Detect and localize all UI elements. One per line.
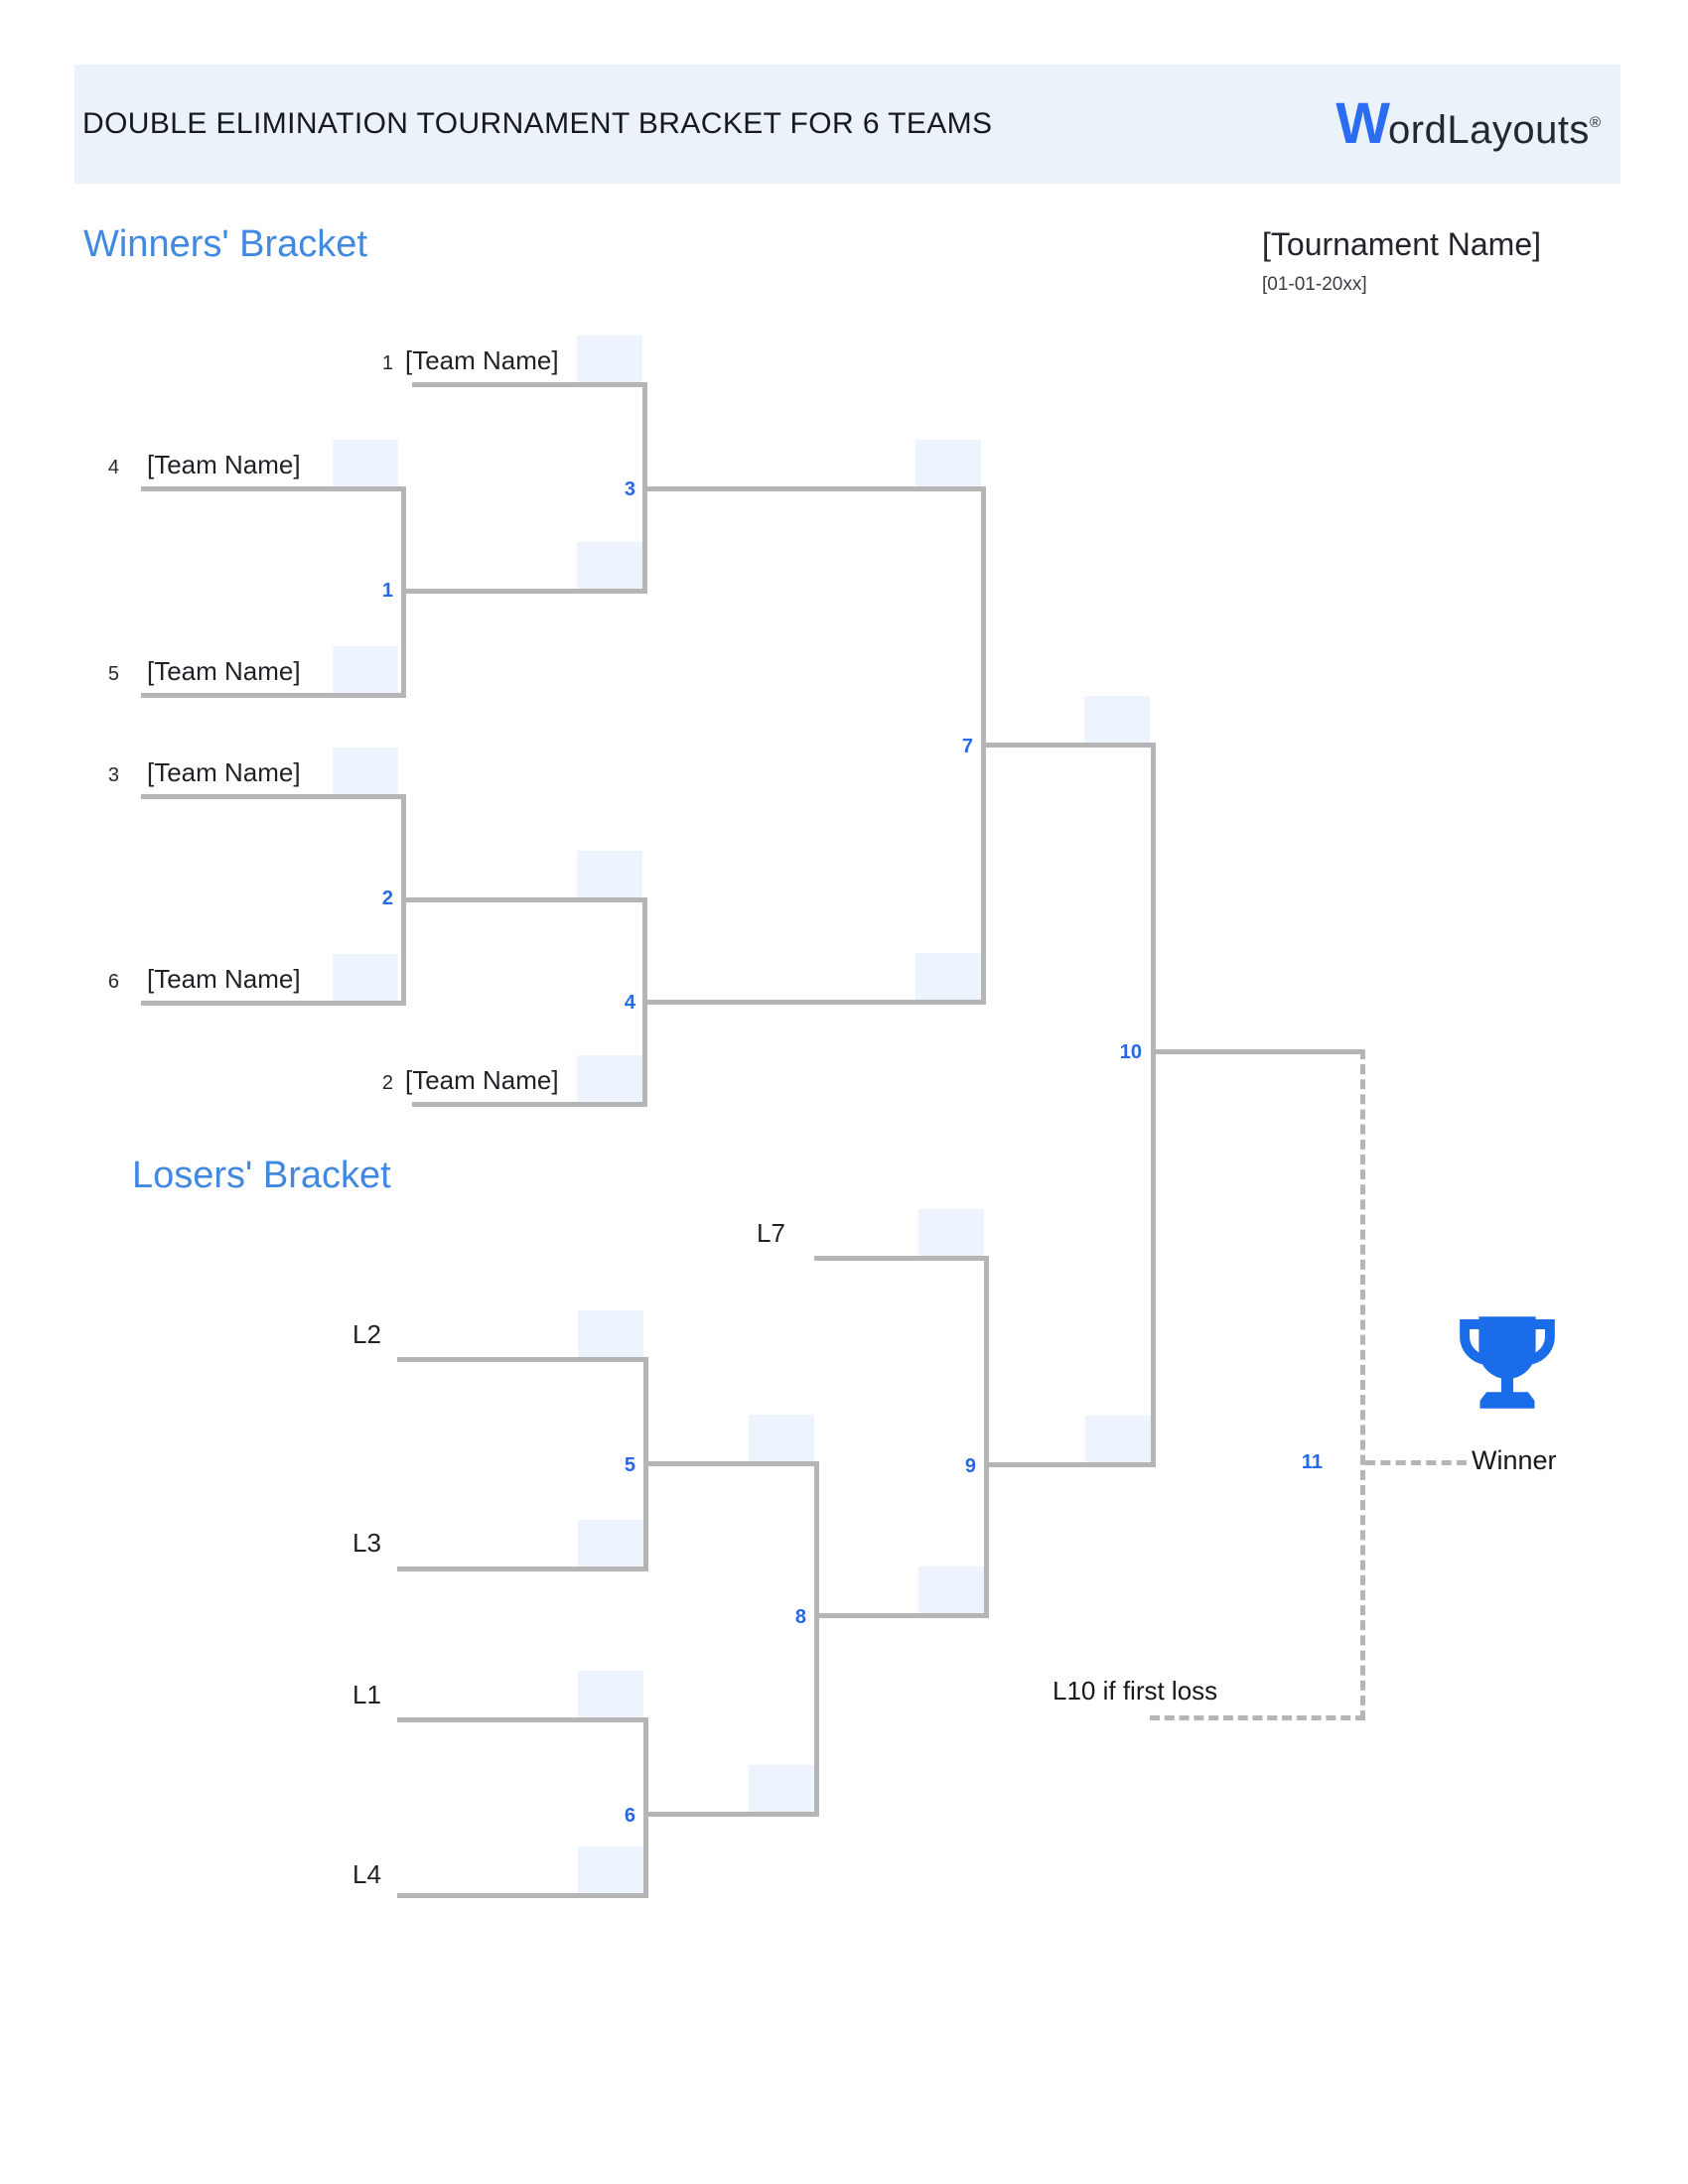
seed-number: 5 [107,663,119,685]
match-number-6: 6 [624,1805,635,1827]
losers-bracket-title: Losers' Bracket [132,1155,391,1196]
page-title: DOUBLE ELIMINATION TOURNAMENT BRACKET FO… [82,107,993,140]
score-box[interactable] [577,336,642,382]
match2-output-line [401,897,647,902]
loser-slot-l7: L7 [757,1218,785,1248]
loser-slot-l1: L1 [352,1680,381,1709]
score-box[interactable] [333,748,398,794]
score-box[interactable] [749,1415,814,1461]
bracket-line-seed5 [141,693,406,698]
bracket-line-seed2 [412,1102,647,1107]
bracket-line-seed4 [141,486,406,491]
match1-output-line [401,589,647,594]
match6-output-line [643,1812,819,1817]
match10-output-line [1151,1049,1365,1054]
score-box[interactable] [1085,1416,1151,1462]
team-row-seed5: 5 [Team Name] [95,656,301,688]
seed-number: 6 [107,971,119,993]
team-name-field[interactable]: [Team Name] [147,450,301,479]
match9-connector [984,1256,989,1618]
seed-number: 1 [381,352,393,374]
grand-final-dashed-connector [1360,1049,1365,1720]
match-number-4: 4 [624,992,635,1014]
match-number-7: 7 [961,736,973,757]
team-name-field[interactable]: [Team Name] [147,757,301,787]
match-number-9: 9 [964,1455,976,1477]
winners-bracket-title: Winners' Bracket [83,223,368,265]
loser-slot-l4: L4 [352,1859,381,1889]
score-box[interactable] [333,440,398,486]
match-number-2: 2 [381,887,393,909]
match-number-10: 10 [1119,1041,1142,1063]
score-box[interactable] [578,1520,643,1567]
bracket-line-l2 [397,1357,648,1362]
team-name-field[interactable]: [Team Name] [147,964,301,994]
bracket-line-l3 [397,1567,648,1571]
seed-number: 4 [107,457,119,478]
winner-dashed-line [1365,1460,1467,1465]
tournament-date-field[interactable]: [01-01-20xx] [1262,274,1367,295]
match6-connector [643,1717,648,1898]
match-number-1: 1 [381,580,393,602]
score-box[interactable] [578,1846,643,1893]
registered-mark-icon: ® [1589,114,1601,131]
match-number-8: 8 [794,1606,806,1628]
seed-number: 2 [381,1072,393,1094]
bracket-line-l4 [397,1893,648,1898]
team-name-field[interactable]: [Team Name] [405,1065,559,1095]
team-name-field[interactable]: [Team Name] [405,345,559,375]
score-box[interactable] [577,542,642,589]
team-row-seed3: 3 [Team Name] [95,757,301,789]
score-box[interactable] [577,851,642,897]
loser-slot-l3: L3 [352,1528,381,1558]
match8-output-line [814,1613,989,1618]
score-box[interactable] [577,1055,642,1102]
team-row-seed4: 4 [Team Name] [95,450,301,481]
match-number-3: 3 [624,478,635,500]
header-band: DOUBLE ELIMINATION TOURNAMENT BRACKET FO… [74,65,1620,184]
match5-output-line [643,1461,819,1466]
logo-text: ordLayouts [1388,108,1590,152]
score-box[interactable] [1084,696,1150,743]
match7-output-line [981,743,1156,748]
seed-number: 3 [107,764,119,786]
reset-dashed-line [1150,1715,1365,1720]
bracket-line-seed6 [141,1001,406,1006]
winner-label: Winner [1472,1445,1557,1475]
score-box[interactable] [918,1209,984,1256]
score-box[interactable] [915,440,981,486]
match3-output-line [642,486,986,491]
score-box[interactable] [749,1765,814,1812]
bracket-line-seed1 [412,382,647,387]
team-row-seed2: 2 [Team Name] [369,1065,559,1097]
bracket-line-l1 [397,1717,648,1722]
reset-note-label: L10 if first loss [1053,1676,1218,1706]
team-row-seed1: 1 [Team Name] [369,345,559,377]
match-number-5: 5 [624,1454,635,1476]
team-name-field[interactable]: [Team Name] [147,656,301,686]
logo-mark: W [1336,91,1390,156]
score-box[interactable] [915,953,981,1000]
trophy-icon [1460,1316,1555,1409]
team-row-seed6: 6 [Team Name] [95,964,301,996]
score-box[interactable] [578,1310,643,1357]
match10-connector [1151,743,1156,1467]
match9-output-line [984,1462,1156,1467]
match-number-11: 11 [1301,1451,1323,1473]
loser-slot-l2: L2 [352,1319,381,1349]
bracket-line-seed3 [141,794,406,799]
match8-connector [814,1461,819,1817]
match4-output-line [642,1000,986,1005]
score-box[interactable] [333,646,398,693]
bracket-line-l7 [814,1256,989,1261]
score-box[interactable] [578,1671,643,1717]
score-box[interactable] [918,1567,984,1613]
score-box[interactable] [333,954,398,1001]
tournament-name-field[interactable]: [Tournament Name] [1262,226,1542,262]
